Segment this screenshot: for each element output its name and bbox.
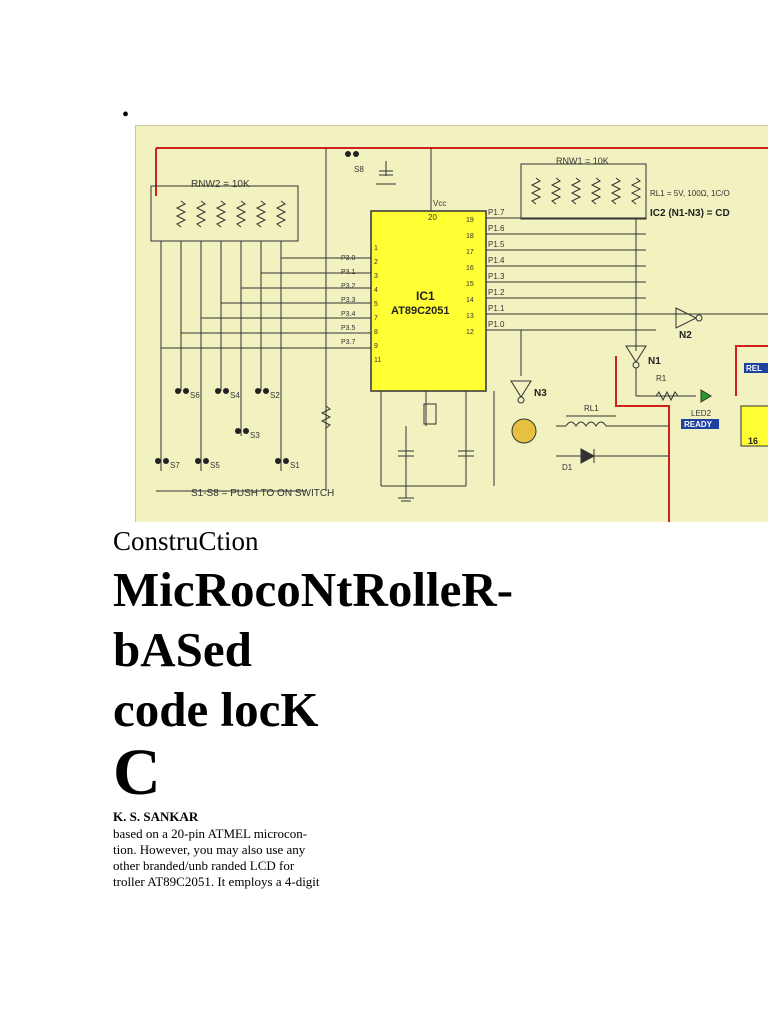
gate-n3: N3 (534, 388, 547, 399)
title-line: MicRocoNtRolleR- (113, 562, 514, 617)
ic1-pin-19: 19 (466, 217, 474, 224)
ic1-pin-2: 2 (374, 259, 378, 266)
port-p1-4: P1.4 (488, 256, 505, 265)
body-line: based on a 20-pin ATMEL microcon- (113, 826, 308, 841)
ic1-pin-12: 12 (466, 329, 474, 336)
list-bullet: • (122, 104, 130, 126)
ic2-note: IC2 (N1-N3) = CD (650, 208, 730, 219)
rl1-note: RL1 = 5V, 100Ω, 1C/O (650, 189, 730, 198)
port-p1-5: P1.5 (488, 240, 505, 249)
article-body: based on a 20-pin ATMEL microcon- tion. … (113, 826, 320, 890)
port-p1-7: P1.7 (488, 208, 505, 217)
switch-s4-label: S4 (230, 391, 240, 400)
port-p1-0: P1.0 (488, 320, 505, 329)
signal-p3-3: P3.3 (341, 297, 356, 304)
ic1-pin-15: 15 (466, 281, 474, 288)
port-p1-2: P1.2 (488, 288, 505, 297)
ready-badge: READY (684, 420, 713, 429)
article-title: MicRocoNtRolleR- bASed code locK (113, 560, 513, 740)
circuit-diagram: RNW2 = 10K (135, 125, 768, 522)
ic1-pin-16: 16 (466, 265, 474, 272)
ic1-part: AT89C2051 (391, 305, 450, 317)
author-byline: K. S. SANKAR (113, 809, 199, 824)
ic1-pin-7: 7 (374, 315, 378, 322)
signal-p3-0: P3.0 (341, 255, 356, 262)
ic1-pin-8: 8 (374, 329, 378, 336)
rel-badge: REL (746, 364, 762, 373)
body-line: tion. However, you may also use any (113, 842, 306, 857)
switch-s5-label: S5 (210, 461, 220, 470)
switch-note: S1-S8 = PUSH TO ON SWITCH (191, 488, 334, 499)
gate-n2: N2 (679, 330, 692, 341)
rnw2-label: RNW2 = 10K (191, 179, 250, 190)
body-line: other branded/unb randed LCD for (113, 858, 295, 873)
rnw1-label: RNW1 = 10K (556, 156, 609, 166)
vcc-label: Vcc (433, 199, 446, 208)
diode-d1: D1 (562, 463, 573, 472)
switch-s6-label: S6 (190, 391, 200, 400)
ic1-name: IC1 (416, 289, 435, 303)
relay-rl1: RL1 (584, 404, 599, 413)
led2-label: LED2 (691, 409, 712, 418)
ic1-pin-18: 18 (466, 233, 474, 240)
ic1-pin-3: 3 (374, 273, 378, 280)
ic1-pin-17: 17 (466, 249, 474, 256)
signal-p3-2: P3.2 (341, 283, 356, 290)
section-label: ConstruCtion (113, 526, 259, 556)
body-line: troller AT89C2051. It employs a 4-digit (113, 874, 320, 889)
switch-s3-label: S3 (250, 431, 260, 440)
port-p1-6: P1.6 (488, 224, 505, 233)
drop-cap: C (113, 736, 161, 809)
title-line: code locK (113, 682, 319, 737)
signal-p3-1: P3.1 (341, 269, 356, 276)
ic3-pin: 16 (748, 436, 758, 446)
gate-n1: N1 (648, 356, 661, 367)
ic1-top-pin: 20 (428, 213, 437, 222)
switch-s2-label: S2 (270, 391, 280, 400)
signal-p3-5: P3.5 (341, 325, 356, 332)
port-p1-1: P1.1 (488, 304, 505, 313)
ic1-pin-9: 9 (374, 343, 378, 350)
ic1-pin-13: 13 (466, 313, 474, 320)
ic1-pin-1: 1 (374, 245, 378, 252)
port-p1-3: P1.3 (488, 272, 505, 281)
switch-s7-label: S7 (170, 461, 180, 470)
signal-p3-7: P3.7 (341, 339, 356, 346)
title-line: bASed (113, 622, 252, 677)
resistor-r1: R1 (656, 374, 667, 383)
switch-s1-label: S1 (290, 461, 300, 470)
switch-s8-label: S8 (354, 165, 364, 174)
ic1-pin-14: 14 (466, 297, 474, 304)
signal-p3-4: P3.4 (341, 311, 356, 318)
ic1-pin-5: 5 (374, 301, 378, 308)
ic1-pin-11: 11 (374, 357, 381, 364)
ic1-pin-4: 4 (374, 287, 378, 294)
